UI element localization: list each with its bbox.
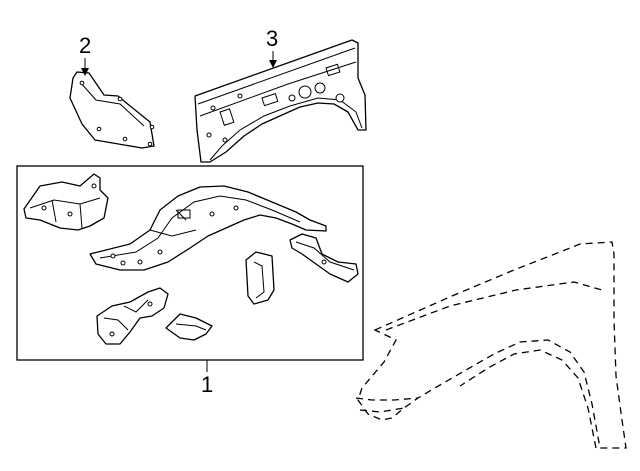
upper-bracket-part[interactable]	[23, 173, 109, 231]
assembly-group-box	[16, 165, 364, 361]
splash-shield-part[interactable]	[69, 71, 155, 149]
lower-bracket-part[interactable]	[96, 287, 169, 345]
callout-3-marker: 3	[266, 26, 278, 68]
callout-2-label: 2	[79, 33, 91, 58]
callout-1-marker: 1	[201, 360, 213, 397]
callout-2-marker: 2	[79, 33, 91, 76]
fender-apron-panel-part[interactable]	[194, 39, 367, 163]
side-bracket-part[interactable]	[289, 233, 359, 283]
vertical-brace-part[interactable]	[245, 251, 275, 305]
fender-reference-outline	[355, 241, 627, 449]
wheel-housing-part[interactable]	[89, 185, 327, 271]
callout-1-label: 1	[201, 372, 213, 397]
callout-3-label: 3	[266, 26, 278, 51]
small-clip-part[interactable]	[165, 313, 213, 341]
